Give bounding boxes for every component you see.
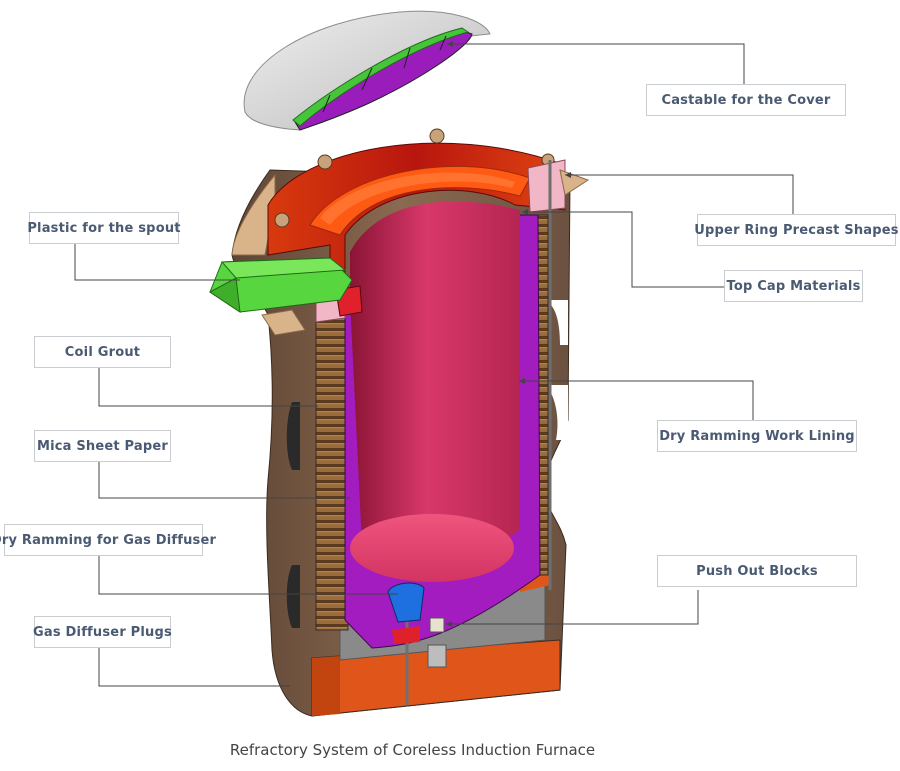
label-coil-grout: Coil Grout [34, 336, 171, 368]
furnace-cover [243, 10, 491, 131]
label-top-cap-materials: Top Cap Materials [724, 270, 863, 302]
upper-ring-shape [527, 159, 566, 213]
leader-arrows [446, 41, 571, 627]
label-castable-cover: Castable for the Cover [646, 84, 846, 116]
label-mica-sheet: Mica Sheet Paper [34, 430, 171, 462]
top-cap-inner [309, 165, 531, 236]
crucible-cavity [350, 201, 520, 571]
label-push-out-blocks: Push Out Blocks [657, 555, 857, 587]
induction-coil [315, 311, 349, 631]
gas-diffuser [387, 582, 425, 623]
diagram-caption: Refractory System of Coreless Induction … [229, 741, 596, 759]
label-dry-ramming-gas-diffuser: Dry Ramming for Gas Diffuser [0, 524, 216, 556]
push-out-blocks [429, 617, 445, 633]
label-upper-ring-precast: Upper Ring Precast Shapes [694, 214, 899, 246]
cover-rim [292, 27, 470, 127]
furnace-body [231, 128, 590, 717]
label-gas-diffuser-plugs: Gas Diffuser Plugs [33, 616, 172, 648]
back-flange [231, 173, 276, 256]
label-plastic-spout: Plastic for the spout [27, 212, 181, 244]
label-dry-ramming-work-lining: Dry Ramming Work Lining [657, 420, 857, 452]
leader-lines [74, 43, 794, 687]
crucible-floor [350, 514, 514, 582]
spout [209, 257, 353, 336]
